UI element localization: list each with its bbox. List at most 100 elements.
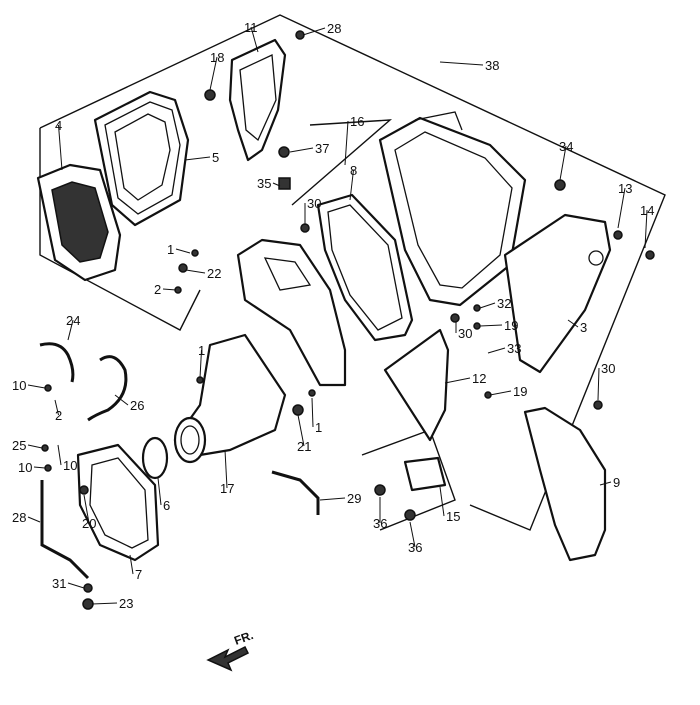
side-cover-part [503, 213, 612, 374]
callout-21: 21 [297, 439, 311, 454]
air-case-part [378, 111, 527, 307]
callout-leader-25 [27, 444, 43, 449]
callout-leader-28 [302, 27, 326, 36]
callout-38: 38 [485, 58, 499, 73]
callout-11: 11 [244, 20, 258, 35]
callout-leader-2 [162, 288, 177, 291]
callout-leader-16 [344, 120, 349, 166]
callout-leader-5 [184, 156, 211, 161]
callout-leader-24 [67, 319, 74, 341]
callout-22: 22 [207, 266, 221, 281]
callout-15: 15 [446, 509, 460, 524]
callout-leader-30 [597, 367, 600, 401]
callout-28: 28 [327, 21, 341, 36]
callout-4: 4 [55, 118, 62, 133]
callout-13: 13 [618, 181, 632, 196]
callout-leader-8 [349, 169, 354, 201]
callout-leader-19 [489, 390, 512, 396]
callout-leader-3 [567, 319, 579, 328]
callout-23: 23 [119, 596, 133, 611]
hose-parts [39, 342, 320, 580]
callout-20: 20 [82, 516, 96, 531]
callout-leader-34 [559, 145, 567, 181]
callout-1: 1 [198, 343, 205, 358]
callout-leader-26 [114, 394, 129, 406]
callout-leader-19 [479, 324, 503, 327]
callout-leader-1 [311, 397, 314, 428]
callout-leader-4 [58, 124, 63, 171]
callout-19: 19 [504, 318, 518, 333]
callout-leader-11 [250, 26, 259, 53]
callout-3: 3 [580, 320, 587, 335]
callout-leader-12 [444, 377, 471, 384]
callout-5: 5 [212, 150, 219, 165]
duct-plate-part [383, 328, 450, 442]
callout-1: 1 [167, 242, 174, 257]
callout-2: 2 [154, 282, 161, 297]
callout-30: 30 [601, 361, 615, 376]
callout-6: 6 [163, 498, 170, 513]
callout-leader-20 [83, 494, 90, 524]
callout-16: 16 [350, 114, 364, 129]
callout-30: 30 [307, 196, 321, 211]
callout-leader-28 [27, 516, 41, 523]
bracket-part [228, 38, 287, 162]
callout-leader-14 [644, 209, 648, 249]
callout-36: 36 [408, 540, 422, 555]
air-element-part [36, 163, 122, 282]
holder-plate-part [236, 238, 347, 387]
callout-7: 7 [135, 567, 142, 582]
callout-leader-35 [272, 182, 281, 187]
callout-26: 26 [130, 398, 144, 413]
callout-10: 10 [12, 378, 26, 393]
callout-9: 9 [613, 475, 620, 490]
callout-leader-36 [409, 521, 416, 548]
callout-19: 19 [513, 384, 527, 399]
callout-33: 33 [507, 341, 521, 356]
callout-leader-10 [27, 384, 46, 389]
callout-leader-9 [599, 481, 612, 486]
filter-cover-part [93, 90, 190, 227]
callout-31: 31 [52, 576, 66, 591]
callout-leader-15 [439, 486, 445, 517]
callout-32: 32 [497, 296, 511, 311]
callout-29: 29 [347, 491, 361, 506]
callout-leader-18 [209, 56, 218, 91]
callout-leader-10 [33, 466, 46, 469]
callout-35: 35 [257, 176, 271, 191]
callout-17: 17 [220, 481, 234, 496]
callout-leader-21 [297, 414, 305, 447]
callout-8: 8 [350, 163, 357, 178]
callout-28: 28 [12, 510, 26, 525]
callout-leader-22 [185, 269, 206, 274]
callout-36: 36 [373, 516, 387, 531]
callout-30: 30 [458, 326, 472, 341]
callout-18: 18 [210, 50, 224, 65]
front-direction-arrow [206, 645, 250, 672]
callout-leader-1 [199, 349, 202, 379]
callout-34: 34 [559, 139, 573, 154]
callout-14: 14 [640, 203, 654, 218]
callout-leader-37 [289, 147, 314, 153]
callout-25: 25 [12, 438, 26, 453]
bracket-15-part [403, 456, 447, 492]
callout-leader-32 [479, 302, 496, 309]
callout-leader-17 [224, 449, 228, 489]
callout-2: 2 [55, 408, 62, 423]
callout-10: 10 [18, 460, 32, 475]
fasteners [41, 30, 655, 610]
callout-leader-33 [487, 347, 506, 354]
intake-funnel-part [173, 333, 287, 464]
callout-leader-2 [54, 399, 59, 416]
callout-leader-7 [129, 554, 134, 575]
callout-leader-1 [175, 248, 191, 254]
callout-leader-13 [617, 187, 626, 229]
front-indicator-label: FR. [232, 628, 255, 648]
callout-leader-10 [57, 444, 62, 466]
callout-24: 24 [66, 313, 80, 328]
cover-plate-part [76, 443, 160, 562]
callout-10: 10 [63, 458, 77, 473]
callout-leader-31 [67, 582, 85, 589]
